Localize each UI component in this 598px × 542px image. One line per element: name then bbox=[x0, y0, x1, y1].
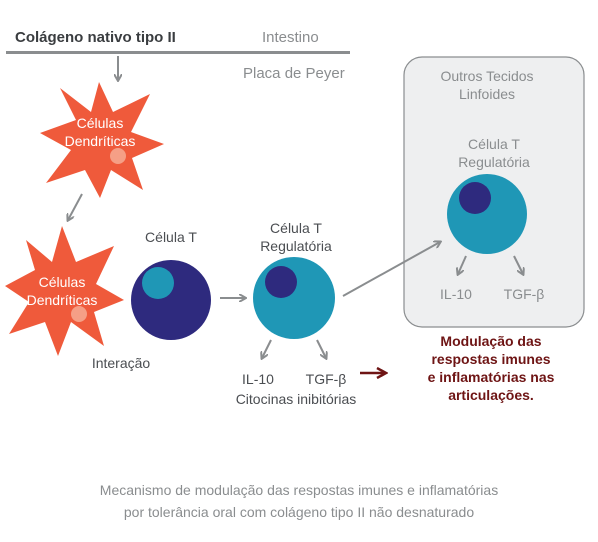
other-tissues-title-line2: Linfoides bbox=[459, 86, 515, 102]
caption-line2: por tolerância oral com colágeno tipo II… bbox=[123, 504, 475, 520]
arrow-il10 bbox=[262, 339, 272, 358]
result-line1: Modulação das bbox=[440, 333, 541, 349]
result-line3: e inflamatórias nas bbox=[428, 369, 555, 385]
treg-cell bbox=[253, 257, 335, 339]
dendritic-1-line1: Células bbox=[77, 115, 124, 131]
tgf-label: TGF-β bbox=[306, 371, 347, 387]
treg-cell-nucleus bbox=[265, 266, 297, 298]
panel-treg-cell bbox=[447, 174, 527, 254]
other-tissues-title-line1: Outros Tecidos bbox=[440, 68, 533, 84]
dendritic-1-line2: Dendríticas bbox=[65, 133, 136, 149]
treg-line2: Regulatória bbox=[260, 238, 332, 254]
panel-treg-line2: Regulatória bbox=[458, 154, 530, 170]
panel-arrow-tgf bbox=[513, 255, 523, 274]
arrow-dendritic-down bbox=[68, 193, 83, 220]
panel-tgf-label: TGF-β bbox=[504, 286, 545, 302]
t-cell-nucleus bbox=[142, 267, 174, 299]
arrow-tgf bbox=[316, 339, 326, 358]
peyer-label: Placa de Peyer bbox=[243, 65, 345, 82]
panel-treg-line1: Célula T bbox=[468, 136, 520, 152]
caption-line1: Mecanismo de modulação das respostas imu… bbox=[99, 482, 499, 498]
arrow-to-other-tissues bbox=[342, 242, 440, 297]
treg-line1: Célula T bbox=[270, 220, 322, 236]
intestine-wall bbox=[6, 51, 350, 54]
dendritic-2-line1: Células bbox=[39, 274, 86, 290]
dendritic-cell-1-nucleus bbox=[110, 148, 126, 164]
il10-label: IL-10 bbox=[242, 371, 274, 387]
t-cell-label: Célula T bbox=[145, 229, 197, 245]
interaction-label: Interação bbox=[92, 355, 151, 371]
panel-il10-label: IL-10 bbox=[440, 286, 472, 302]
t-cell bbox=[131, 260, 211, 340]
cytokines-label: Citocinas inibitórias bbox=[236, 391, 357, 407]
result-line4: articulações. bbox=[448, 387, 534, 403]
dendritic-cell-1 bbox=[40, 82, 164, 198]
dendritic-2-line2: Dendríticas bbox=[27, 292, 98, 308]
collagen-label: Colágeno nativo tipo II bbox=[15, 29, 176, 46]
intestine-label: Intestino bbox=[262, 29, 319, 46]
dendritic-cell-2 bbox=[5, 226, 124, 356]
result-line2: respostas imunes bbox=[431, 351, 550, 367]
panel-arrow-il10 bbox=[458, 255, 467, 274]
dendritic-cell-2-nucleus bbox=[71, 306, 87, 322]
panel-treg-cell-nucleus bbox=[459, 182, 491, 214]
